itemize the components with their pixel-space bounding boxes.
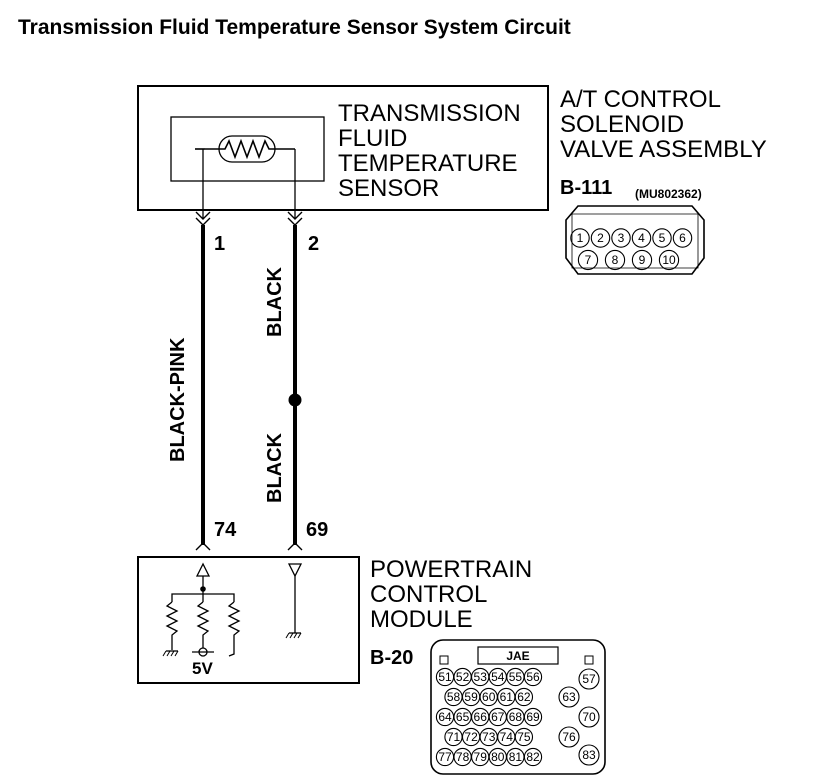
- diagram-title: Transmission Fluid Temperature Sensor Sy…: [18, 16, 571, 39]
- connector-pin-label: 66: [474, 710, 488, 724]
- connector-pin-label: 82: [526, 750, 540, 764]
- connector-pin-label: 2: [597, 231, 604, 245]
- connector-pin: [672, 228, 693, 248]
- wire-left-color: BLACK-PINK: [167, 337, 189, 462]
- connector-pin-label: 64: [438, 710, 452, 724]
- connector-pin: [652, 228, 672, 248]
- thermistor-icon: [195, 135, 295, 163]
- connector-pin: [514, 687, 534, 707]
- connector-pin-label: 75: [517, 730, 531, 744]
- connector-pin: [611, 228, 631, 248]
- connector-pin-label: 59: [464, 690, 478, 704]
- connector-pin: [523, 747, 543, 767]
- sensor-label: TRANSMISSION FLUID TEMPERATURE SENSOR: [338, 100, 527, 202]
- wire-right-bottom-pin: 69: [306, 519, 328, 541]
- wire-right-color-lower: BLACK: [264, 432, 286, 503]
- pcm-label: POWERTRAIN CONTROL MODULE: [370, 556, 539, 633]
- connector-pin-label: 61: [500, 690, 514, 704]
- connector-pin-label: 80: [491, 750, 505, 764]
- connector-pin: [514, 727, 534, 747]
- connector-pin: [523, 707, 543, 727]
- pcm-supply-label: 5V: [192, 659, 213, 678]
- wire1-bottom-connector-icon: [195, 542, 211, 551]
- pcm-input-circuit: [162, 562, 241, 657]
- at-connector-id: B-111: [560, 177, 612, 199]
- b20-header-label: JAE: [506, 649, 529, 663]
- connector-pin-label: 4: [638, 231, 645, 245]
- connector-pin-label: 9: [639, 253, 646, 267]
- connector-pin: [578, 744, 600, 766]
- connector-pin: [658, 249, 680, 271]
- pcm-box: [137, 556, 360, 684]
- at-part-number: (MU802362): [635, 187, 702, 201]
- connector-pin: [523, 667, 543, 687]
- connector-pin-label: 55: [509, 670, 523, 684]
- connector-pin-label: 3: [618, 231, 625, 245]
- b111-connector-face: [565, 205, 705, 275]
- wire-right-color-upper: BLACK: [264, 266, 286, 337]
- at-assembly-label: A/T CONTROL SOLENOID VALVE ASSEMBLY: [560, 86, 767, 163]
- connector-pin-label: 58: [447, 690, 461, 704]
- wire-splice-point: [288, 393, 302, 407]
- at-assembly-box: [137, 85, 549, 211]
- connector-pin-label: 6: [679, 231, 686, 245]
- connector-pin-label: 7: [585, 253, 592, 267]
- connector-pin-label: 67: [491, 710, 505, 724]
- wire2-bottom-connector-icon: [287, 542, 303, 551]
- connector-pin: [631, 228, 652, 248]
- connector-pin-label: 63: [562, 690, 576, 704]
- connector-pin-label: 74: [500, 730, 514, 744]
- connector-pin-label: 69: [526, 710, 540, 724]
- connector-pin-label: 56: [526, 670, 540, 684]
- connector-pin-label: 71: [447, 730, 461, 744]
- wire-left-bottom-pin: 74: [214, 519, 237, 541]
- connector-pin-label: 76: [562, 730, 576, 744]
- connector-pin-label: 68: [509, 710, 523, 724]
- connector-pin-label: 10: [662, 253, 676, 267]
- connector-pin-label: 53: [474, 670, 488, 684]
- connector-pin-label: 54: [491, 670, 505, 684]
- connector-pin-label: 60: [482, 690, 496, 704]
- b20-connector-face: [430, 639, 606, 775]
- connector-pin: [570, 228, 590, 248]
- connector-pin-label: 62: [517, 690, 531, 704]
- connector-pin: [578, 668, 600, 690]
- wire-left-top-pin: 1: [214, 233, 225, 255]
- pcm-connector-id: B-20: [370, 647, 413, 669]
- connector-pin-label: 77: [438, 750, 452, 764]
- connector-pin: [631, 249, 653, 271]
- connector-pin: [604, 249, 626, 271]
- connector-pin-label: 51: [438, 670, 452, 684]
- connector-pin-label: 72: [464, 730, 478, 744]
- connector-pin: [577, 249, 599, 271]
- connector-pin-label: 1: [577, 231, 584, 245]
- connector-pin: [558, 726, 580, 748]
- connector-pin-label: 57: [582, 672, 596, 686]
- connector-pin-label: 81: [509, 750, 523, 764]
- connector-pin-label: 65: [456, 710, 470, 724]
- connector-pin-label: 79: [474, 750, 488, 764]
- connector-pin-label: 78: [456, 750, 470, 764]
- connector-pin-label: 83: [582, 748, 596, 762]
- wire-right-top-pin: 2: [308, 233, 319, 255]
- sensor-box: [170, 116, 325, 182]
- connector-pin: [558, 686, 580, 708]
- pcm-ground-circuit: [285, 563, 303, 639]
- connector-pin: [578, 706, 600, 728]
- connector-pin-label: 70: [582, 710, 596, 724]
- connector-pin-label: 5: [659, 231, 666, 245]
- connector-pin-label: 8: [612, 253, 619, 267]
- connector-pin: [590, 228, 611, 248]
- connector-pin-label: 73: [482, 730, 496, 744]
- connector-pin-label: 52: [456, 670, 470, 684]
